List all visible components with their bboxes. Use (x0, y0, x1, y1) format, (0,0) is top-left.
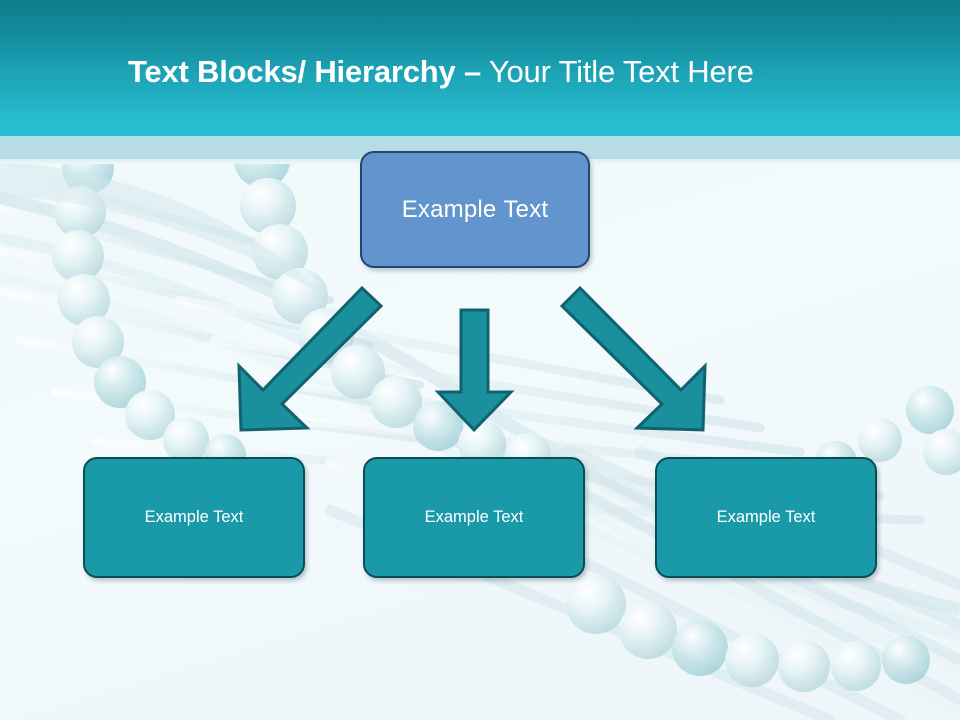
hierarchy-child-label-3: Example Text (716, 508, 816, 526)
arrow-down-right-icon (559, 285, 707, 432)
hierarchy-root-label-word2: Text (503, 195, 549, 223)
hierarchy-child-label-1: Example Text (144, 508, 244, 526)
page-title: Text Blocks/ Hierarchy – Your Title Text… (128, 52, 754, 92)
hierarchy-child-node-2[interactable]: Example Text (363, 457, 585, 578)
page-title-bold: Text Blocks/ Hierarchy – (128, 54, 482, 89)
hierarchy-child-node-1[interactable]: Example Text (83, 457, 305, 578)
arrow-down-left-icon (237, 285, 384, 432)
hierarchy-root-label-word1: Example (401, 195, 497, 223)
arrow-down-icon (434, 308, 515, 433)
page-title-light: Your Title Text Here (488, 54, 754, 89)
hierarchy-child-node-3[interactable]: Example Text (655, 457, 877, 578)
hierarchy-child-label-2: Example Text (424, 508, 524, 526)
